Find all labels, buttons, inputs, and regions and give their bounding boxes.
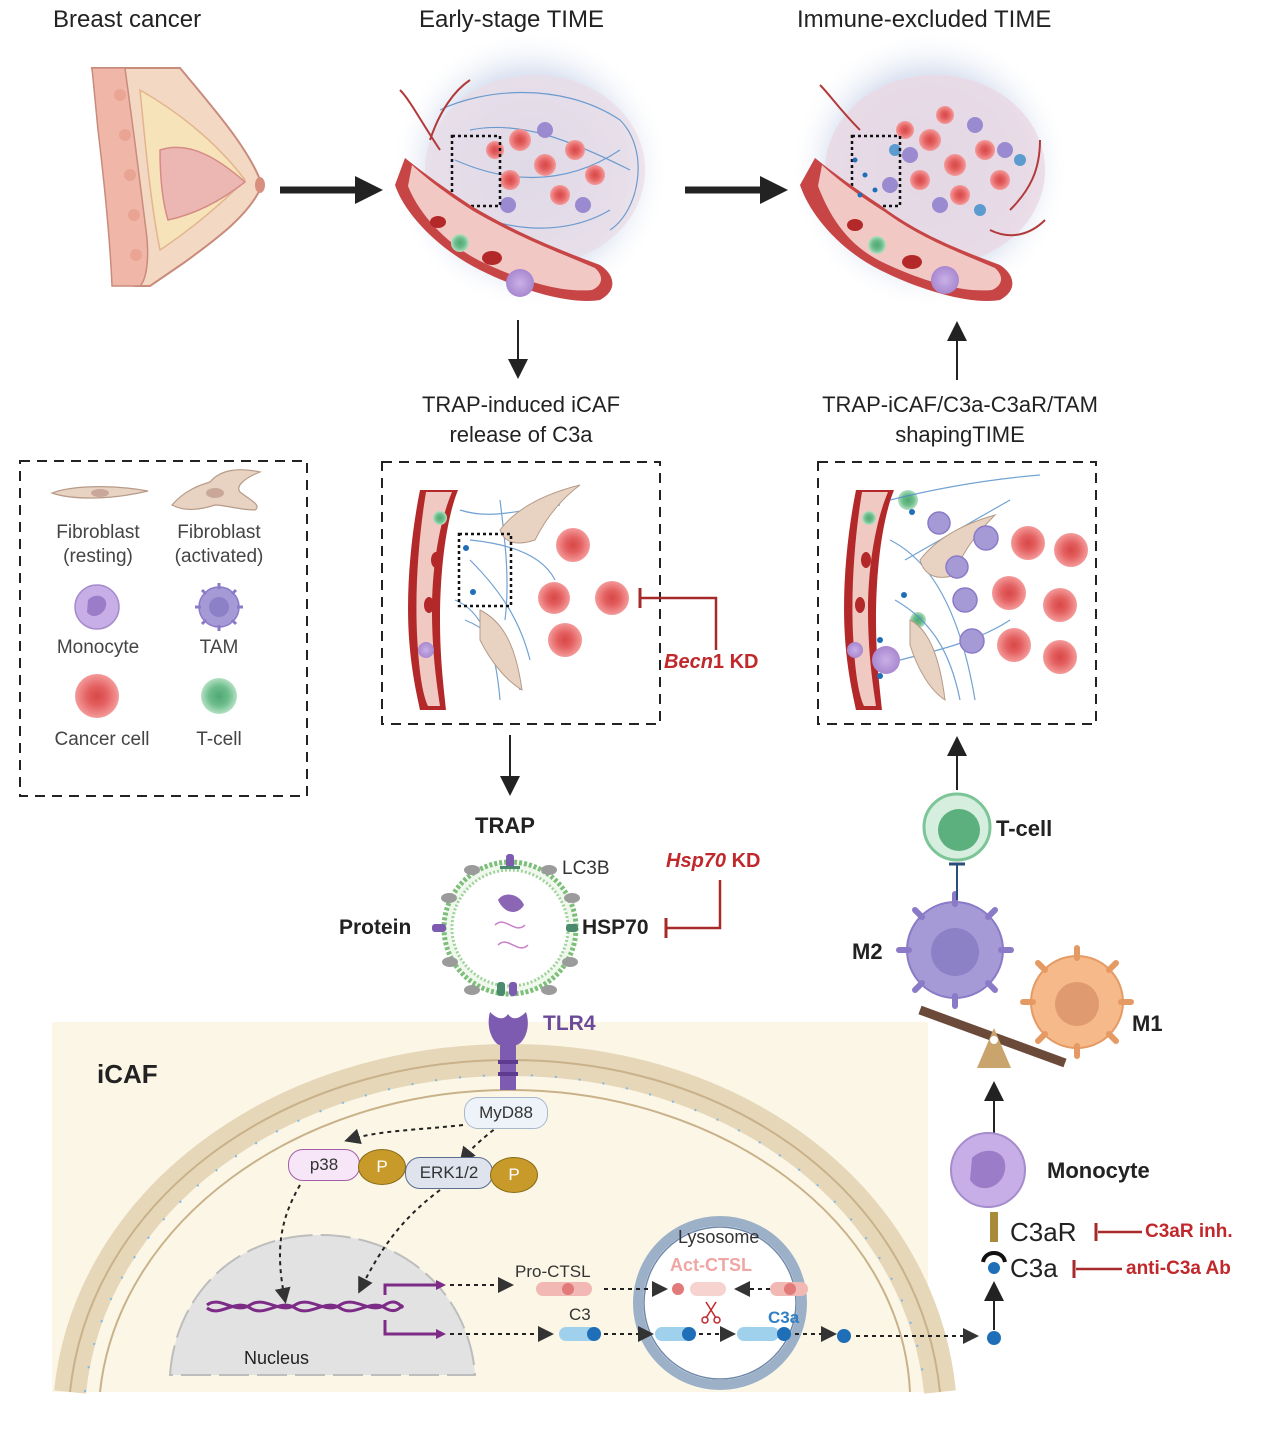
c3a-label: C3a: [1010, 1253, 1058, 1283]
c3ar-label: C3aR: [1010, 1217, 1077, 1247]
trap-icaf-c3a-box: [817, 461, 1097, 725]
hsp70-kd-label: Hsp70 KD: [666, 850, 761, 872]
legend-fibroblast-activated: Fibroblast(activated): [174, 522, 264, 567]
m1-macrophage-icon: [1020, 945, 1134, 1059]
c3-label: C3: [569, 1305, 591, 1324]
legend-cancer-cell: Cancer cell: [54, 729, 150, 750]
c3ar-receptor-icon: [990, 1212, 998, 1242]
becn1-kd-label: Becn1 KD: [664, 651, 759, 673]
scissors-icon: [701, 1301, 721, 1324]
trap-icaf-illustration: [408, 484, 629, 710]
p38-phospho-badge: P: [358, 1149, 406, 1185]
legend-icons: [50, 469, 263, 718]
hsp70-label: HSP70: [582, 916, 649, 939]
legend-tam: TAM: [199, 637, 239, 658]
act-ctsl-molecule: [672, 1282, 808, 1296]
icaf-label: iCAF: [97, 1059, 158, 1089]
protein-label: Protein: [339, 916, 412, 939]
early-stage-tumor: [390, 30, 670, 310]
monocyte-label: Monocyte: [1047, 1158, 1150, 1183]
pro-ctsl-molecule: [536, 1282, 592, 1296]
breast-illustration: [90, 67, 265, 287]
act-ctsl-label: Act-CTSL: [670, 1255, 752, 1275]
title-early-stage-time: Early-stage TIME: [419, 6, 604, 33]
t-cell-icon: [922, 792, 992, 862]
t-cell-label: T-cell: [996, 816, 1053, 841]
title-immune-excluded-time: Immune-excluded TIME: [797, 6, 1052, 33]
anti-c3a-ab-label: anti-C3a Ab: [1126, 1258, 1231, 1279]
legend-box: [19, 460, 308, 797]
trap-icaf-box: [381, 461, 661, 725]
caption-trap-icaf-line1: TRAP-induced iCAF: [421, 392, 621, 417]
title-breast-cancer: Breast cancer: [53, 6, 202, 33]
caption-shaping-line1: TRAP-iCAF/C3a-C3aR/TAM: [822, 392, 1098, 417]
caption-shaping-line2: shapingTIME: [895, 422, 1025, 447]
trap-title: TRAP: [475, 813, 535, 838]
legend-t-cell: T-cell: [196, 729, 242, 750]
myd88-node: MyD88: [464, 1097, 548, 1129]
monocyte-cell-icon: [950, 1132, 1026, 1208]
tlr4-label: TLR4: [543, 1012, 596, 1035]
shaping-time-illustration: [844, 474, 1088, 710]
legend-fibroblast-resting: Fibroblast(resting): [56, 522, 140, 567]
m2-macrophage-icon: [896, 891, 1014, 1009]
m2-label: M2: [852, 939, 883, 964]
immune-excluded-tumor: [790, 30, 1070, 310]
hsp70-inhibit-line: [666, 880, 722, 930]
trap-vesicle: [432, 854, 580, 997]
c3a-inside-label: C3a: [768, 1308, 800, 1327]
legend-monocyte: Monocyte: [56, 637, 140, 658]
lysosome-label: Lysosome: [678, 1227, 760, 1247]
caption-trap-icaf-line2: release of C3a: [449, 422, 593, 447]
dna-icon: [206, 1300, 405, 1313]
c3-molecules: [559, 1327, 1001, 1345]
m1-label: M1: [1132, 1011, 1163, 1036]
becn1-inhibit-line: [640, 596, 718, 650]
tlr4-receptor-icon: [488, 1012, 528, 1090]
erk-phospho-badge: P: [490, 1157, 538, 1193]
c3ar-inhibitor-label: C3aR inh.: [1145, 1221, 1233, 1242]
lysosome-shape: [633, 1216, 807, 1390]
p38-node: p38: [288, 1149, 360, 1181]
lc3b-label: LC3B: [562, 858, 610, 879]
nucleus-label: Nucleus: [244, 1348, 310, 1368]
seesaw-balance-icon: [918, 1005, 1067, 1068]
erk12-node: ERK1/2: [405, 1157, 493, 1189]
pro-ctsl-label: Pro-CTSL: [515, 1262, 591, 1281]
